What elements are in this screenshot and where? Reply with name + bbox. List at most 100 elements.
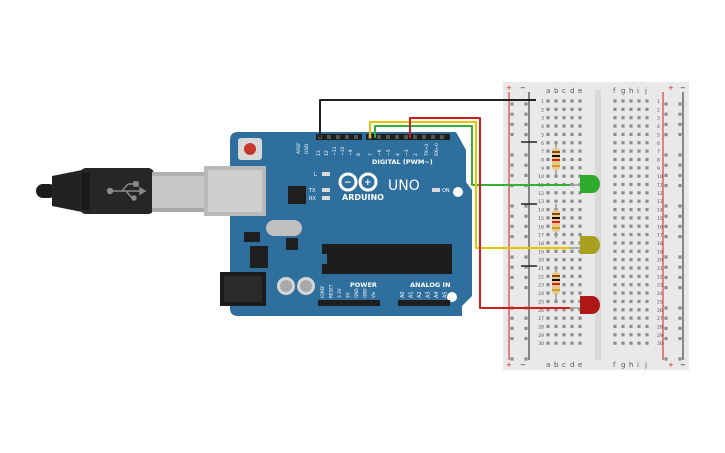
breadboard-hole[interactable]	[613, 107, 617, 111]
rail-hole[interactable]	[510, 265, 514, 269]
breadboard-hole[interactable]	[570, 207, 574, 212]
rail-hole[interactable]	[678, 173, 682, 177]
breadboard-hole[interactable]	[570, 141, 574, 145]
breadboard-hole[interactable]	[621, 333, 625, 337]
rail-hole[interactable]	[510, 357, 514, 361]
breadboard-hole[interactable]	[621, 132, 625, 136]
breadboard-hole[interactable]	[645, 266, 649, 270]
breadboard-hole[interactable]	[637, 166, 641, 170]
rail-hole[interactable]	[664, 173, 668, 177]
rail-hole[interactable]	[664, 133, 668, 137]
breadboard-hole[interactable]	[546, 274, 550, 278]
breadboard-hole[interactable]	[546, 191, 550, 195]
header-pin[interactable]	[431, 135, 435, 139]
breadboard-hole[interactable]	[621, 149, 625, 153]
breadboard-hole[interactable]	[629, 333, 633, 337]
rail-hole[interactable]	[678, 153, 682, 157]
rail-hole[interactable]	[524, 153, 528, 157]
breadboard-hole[interactable]	[637, 324, 641, 329]
breadboard-hole[interactable]	[562, 174, 566, 178]
breadboard-hole[interactable]	[621, 308, 625, 312]
breadboard-hole[interactable]	[613, 249, 617, 253]
breadboard-hole[interactable]	[554, 333, 558, 337]
rail-hole[interactable]	[678, 204, 682, 208]
breadboard-hole[interactable]	[645, 249, 649, 253]
rail-hole[interactable]	[664, 204, 668, 208]
breadboard-hole[interactable]	[637, 258, 641, 262]
rail-hole[interactable]	[664, 316, 668, 320]
breadboard-hole[interactable]	[562, 191, 566, 195]
breadboard-hole[interactable]	[621, 116, 625, 120]
rail-hole[interactable]	[524, 275, 528, 279]
breadboard-hole[interactable]	[578, 324, 582, 329]
breadboard-hole[interactable]	[570, 299, 574, 303]
breadboard-hole[interactable]	[645, 99, 649, 103]
breadboard-hole[interactable]	[554, 308, 558, 312]
breadboard-hole[interactable]	[621, 216, 625, 220]
breadboard-hole[interactable]	[637, 266, 641, 270]
breadboard-hole[interactable]	[637, 157, 641, 162]
breadboard-hole[interactable]	[570, 266, 574, 270]
rail-hole[interactable]	[524, 163, 528, 167]
breadboard-hole[interactable]	[637, 341, 641, 345]
breadboard-hole[interactable]	[629, 299, 633, 303]
breadboard-hole[interactable]	[629, 316, 633, 320]
breadboard-hole[interactable]	[570, 157, 574, 162]
rail-hole[interactable]	[524, 316, 528, 320]
rail-hole[interactable]	[664, 265, 668, 269]
breadboard-hole[interactable]	[629, 233, 633, 237]
breadboard-hole[interactable]	[562, 99, 566, 103]
breadboard-hole[interactable]	[613, 266, 617, 270]
rail-hole[interactable]	[524, 173, 528, 177]
breadboard-hole[interactable]	[629, 141, 633, 145]
breadboard-hole[interactable]	[562, 324, 566, 329]
breadboard-hole[interactable]	[621, 341, 625, 345]
breadboard-hole[interactable]	[645, 224, 649, 228]
rail-hole[interactable]	[678, 235, 682, 239]
rail-hole[interactable]	[664, 214, 668, 218]
rail-hole[interactable]	[678, 133, 682, 137]
breadboard-hole[interactable]	[637, 191, 641, 195]
breadboard-hole[interactable]	[546, 141, 550, 145]
breadboard-hole[interactable]	[613, 141, 617, 145]
breadboard-hole[interactable]	[629, 224, 633, 228]
rail-hole[interactable]	[510, 224, 514, 228]
header-pin[interactable]	[440, 135, 444, 139]
rail-hole[interactable]	[664, 122, 668, 126]
rail-hole[interactable]	[524, 204, 528, 208]
breadboard-hole[interactable]	[546, 116, 550, 120]
breadboard-hole[interactable]	[629, 182, 633, 187]
breadboard-hole[interactable]	[562, 249, 566, 253]
breadboard-hole[interactable]	[637, 224, 641, 228]
breadboard-hole[interactable]	[546, 99, 550, 103]
breadboard-hole[interactable]	[629, 174, 633, 178]
power-header[interactable]	[318, 300, 380, 306]
rail-hole[interactable]	[510, 102, 514, 106]
header-pin[interactable]	[377, 135, 381, 139]
breadboard-hole[interactable]	[621, 199, 625, 203]
breadboard-hole[interactable]	[570, 224, 574, 228]
breadboard-hole[interactable]	[546, 241, 550, 245]
breadboard-hole[interactable]	[613, 274, 617, 278]
rail-hole[interactable]	[510, 337, 514, 341]
breadboard-hole[interactable]	[570, 199, 574, 203]
breadboard-hole[interactable]	[645, 132, 649, 136]
breadboard-hole[interactable]	[546, 316, 550, 320]
green-wire[interactable]	[374, 125, 570, 186]
breadboard-hole[interactable]	[621, 291, 625, 295]
breadboard-hole[interactable]	[637, 274, 641, 278]
breadboard-hole[interactable]	[621, 224, 625, 228]
breadboard-hole[interactable]	[570, 216, 574, 220]
breadboard-hole[interactable]	[570, 291, 574, 295]
breadboard-hole[interactable]	[613, 333, 617, 337]
breadboard-hole[interactable]	[546, 107, 550, 111]
breadboard-hole[interactable]	[570, 241, 574, 245]
breadboard-hole[interactable]	[562, 207, 566, 212]
breadboard-hole[interactable]	[621, 249, 625, 253]
rail-hole[interactable]	[524, 255, 528, 259]
breadboard-hole[interactable]	[562, 266, 566, 270]
breadboard-hole[interactable]	[554, 124, 558, 128]
breadboard-hole[interactable]	[546, 299, 550, 303]
breadboard-hole[interactable]	[621, 191, 625, 195]
breadboard-hole[interactable]	[546, 258, 550, 262]
